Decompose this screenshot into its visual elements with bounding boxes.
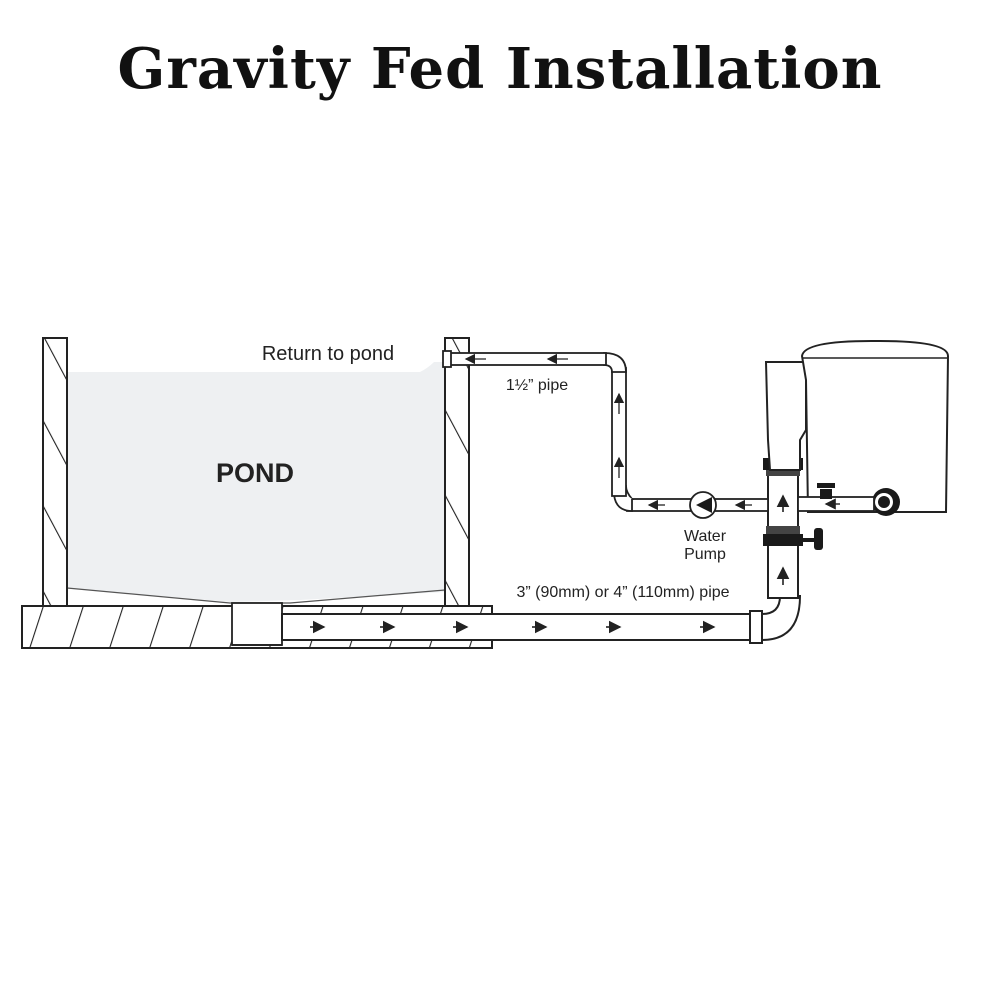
water-pump-label-line2: Pump [684, 546, 726, 563]
valve-body-icon [820, 489, 832, 499]
small-pipe-flow-arrows [464, 353, 752, 511]
pond-label: POND [216, 458, 294, 488]
filter-outlet-pipe [797, 483, 875, 512]
large-pipe [281, 595, 802, 644]
pond-right-wall [444, 337, 470, 607]
small-pipe-label: 1½” pipe [506, 377, 568, 394]
valve-handle-icon [817, 483, 835, 488]
pump-triangle-icon [696, 497, 712, 513]
pond-left-wall [42, 337, 68, 607]
water-pump-label-line1: Water [684, 528, 727, 545]
bottom-drain [231, 602, 283, 646]
valve-knob-icon [814, 528, 823, 550]
large-pipe-label: 3” (90mm) or 4” (110mm) pipe [516, 584, 729, 601]
water-pump [689, 491, 717, 519]
filter-unit [764, 339, 950, 516]
return-to-pond-label: Return to pond [262, 343, 394, 365]
page-title: Gravity Fed Installation [117, 36, 883, 102]
small-pipe [442, 350, 769, 512]
